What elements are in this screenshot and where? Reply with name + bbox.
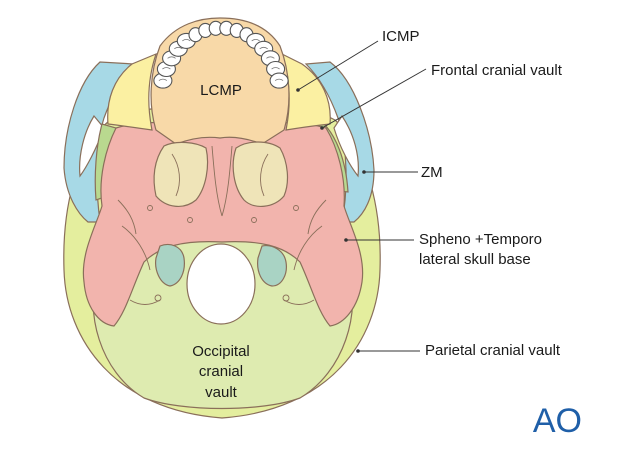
tooth-cusp (158, 78, 168, 81)
tooth-cusp (162, 67, 171, 70)
tooth-cusp (251, 39, 260, 42)
tooth-cusp (259, 46, 268, 50)
tooth-cusp (274, 78, 284, 81)
tooth-cusp (182, 39, 191, 42)
condyle-left (155, 243, 185, 287)
label-occipital-line2: cranial (199, 363, 243, 380)
label-spheno-temporo: Spheno +Temporo (419, 231, 542, 248)
ao-logo: AO (533, 402, 582, 440)
foramen-magnum (186, 243, 256, 325)
orbit-right (333, 114, 359, 178)
label-lcmp: LCMP (200, 82, 242, 99)
tooth-cusp (174, 46, 183, 50)
tooth-cusp (271, 67, 280, 70)
label-occipital-line1: Occipital (192, 343, 250, 360)
label-frontal-cranial-vault: Frontal cranial vault (431, 62, 563, 79)
label-occipital-line3: vault (205, 384, 238, 401)
teeth (153, 20, 289, 89)
pterygoid-left (153, 141, 209, 207)
label-lateral-skull-base: lateral skull base (419, 251, 531, 268)
tooth-cusp (167, 56, 176, 59)
label-icmp: ICMP (382, 28, 420, 45)
tooth (269, 72, 289, 89)
label-zm: ZM (421, 164, 443, 181)
leader-lines (296, 40, 427, 353)
condyle-right (257, 245, 287, 287)
label-parietal-cranial-vault: Parietal cranial vault (425, 342, 561, 359)
region-icmp-left (107, 52, 157, 131)
tooth-cusp (266, 56, 275, 59)
